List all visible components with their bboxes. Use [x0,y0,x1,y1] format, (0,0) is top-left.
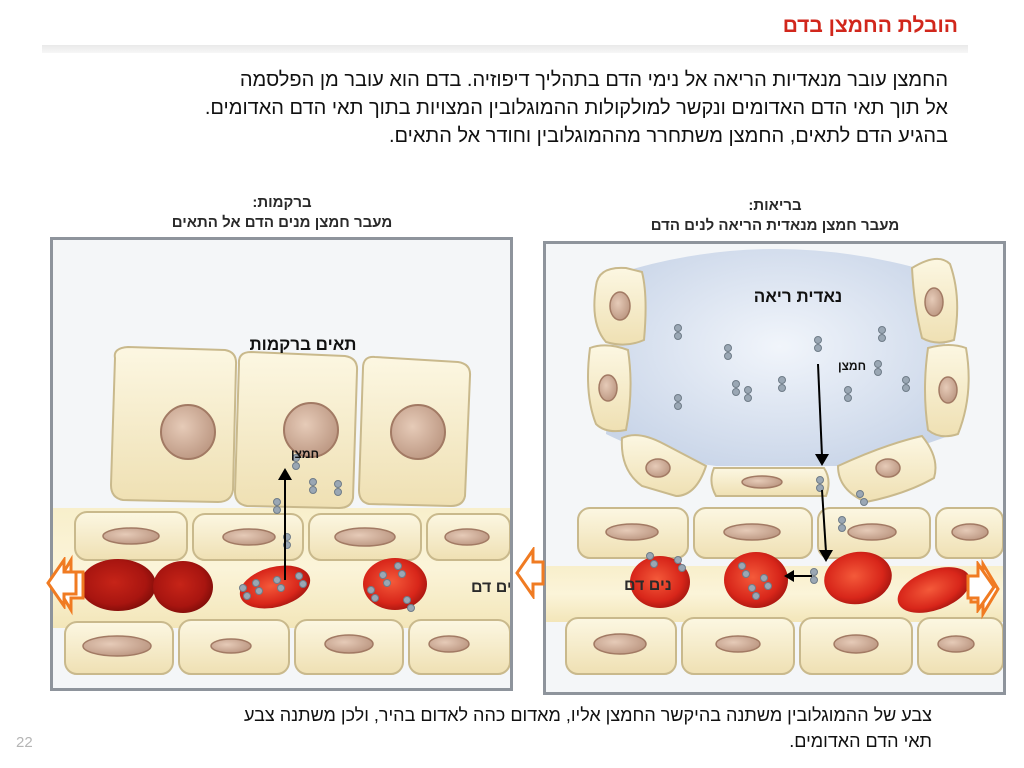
intro-line: אל תוך תאי הדם האדומים ונקשר למולקולות ה… [204,97,948,119]
tissue-cell [357,355,472,508]
red-blood-cell [824,551,892,605]
oxygen-label: חמצן [291,447,319,461]
arrow-head [278,468,292,480]
arrow-head [815,454,829,466]
alveolus-air-space [606,249,954,466]
capillary-wall-top [74,511,510,561]
alveolus-label: נאדית ריאה [754,287,843,306]
oxygen-molecules [646,324,910,600]
oxygen-path-arrow [821,489,827,553]
intro-line: בהגיע הדם לתאים, החמצן משתחרר מההמוגלובי… [388,125,948,147]
capillary-label: נים דם [624,577,672,594]
red-blood-cell [630,556,690,608]
tissue-cell [233,350,359,510]
tissue-cells-label: תאים ברקמות [249,335,356,354]
nucleus [390,404,446,460]
red-blood-cell [897,567,971,613]
tissues-panel: תאים ברקמות חמצן נים דם [50,237,513,691]
footer-line: צבע של ההמוגלובין משתנה בהיקשר החמצן אלי… [244,705,932,725]
tissues-caption: ברקמות: מעבר חמצן מנים הדם אל התאים [52,193,512,233]
lungs-panel: נאדית ריאה חמצן נים דם [543,241,1006,695]
nucleus [160,404,216,460]
footer-text: צבע של ההמוגלובין משתנה בהיקשר החמצן אלי… [112,702,932,754]
title-divider [42,45,968,53]
oxygen-path-arrow [817,363,823,457]
right-flow-arrow [966,561,996,613]
intro-text: החמצן עובר מנאדיות הריאה אל נימי הדם בתה… [40,66,948,150]
red-blood-cell [80,559,156,611]
alveolus-wall [587,257,970,504]
red-blood-cell [153,561,213,613]
capillary-wall-bottom [64,619,510,675]
arrow-head [819,550,833,562]
arrow-head [784,570,794,582]
lungs-caption-subtitle: מעבר חמצן מנאדית הריאה לנים הדם [650,217,900,234]
tissue-cell [109,345,238,504]
nucleus [283,402,339,458]
capillary-wall-top [577,507,1003,559]
lungs-illustration: נאדית ריאה חמצן נים דם [546,249,1003,675]
lungs-caption-title: בריאות: [748,197,802,214]
red-blood-cell [363,558,427,610]
oxygen-label: חמצן [838,359,866,373]
footer-line: תאי הדם האדומים. [789,731,932,751]
page-number: 22 [16,734,33,751]
red-blood-cell [239,565,311,609]
capillary-wall-bottom [565,617,1003,675]
left-flow-arrow [46,557,78,609]
tissues-caption-subtitle: מעבר חמצן מנים הדם אל התאים [171,214,393,231]
oxygen-molecules [239,454,415,612]
tissues-illustration: תאים ברקמות חמצן נים דם [53,335,510,675]
intro-line: החמצן עובר מנאדיות הריאה אל נימי הדם בתה… [239,69,948,91]
tissues-caption-title: ברקמות: [252,194,312,211]
lungs-caption: בריאות: מעבר חמצן מנאדית הריאה לנים הדם [545,196,1005,236]
capillary-label: נים דם [471,579,510,596]
slide-title: הובלת החמצן בדם [782,14,958,37]
between-panels-flow-arrow [515,547,545,599]
